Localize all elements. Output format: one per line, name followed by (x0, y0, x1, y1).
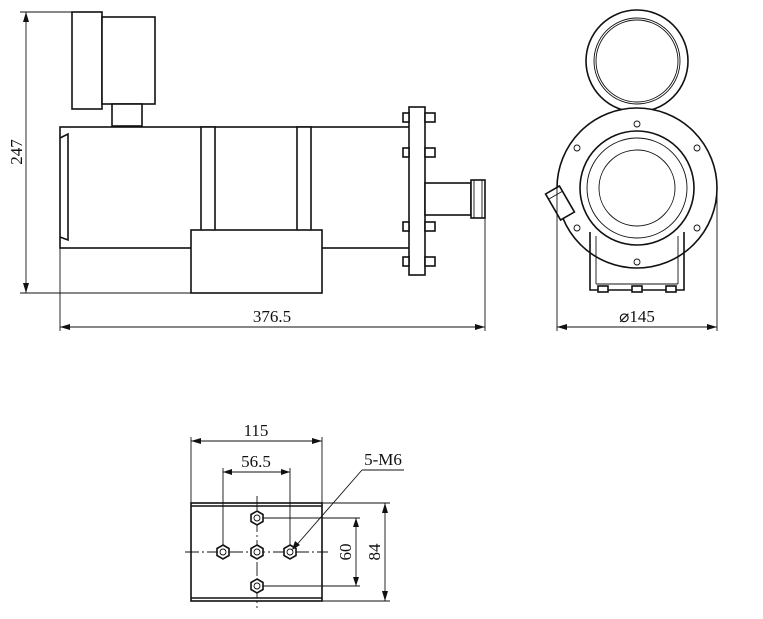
flange-holes (573, 120, 701, 266)
thread-callout: 5-M6 (292, 450, 404, 550)
clamp-band-right (296, 126, 312, 241)
base-depth-label: 84 (365, 543, 384, 561)
base-depth-dimension: 84 (322, 502, 390, 602)
mount-base (190, 229, 323, 294)
flange-bolts (402, 112, 436, 267)
junction-box-neck (111, 103, 143, 127)
height-label: 247 (7, 139, 26, 165)
base-width-label: 115 (244, 421, 269, 440)
length-label: 376.5 (253, 307, 291, 326)
front-bracket (589, 232, 685, 293)
hole-spacing-x-label: 56.5 (241, 452, 271, 471)
clamp-band-left (200, 126, 216, 241)
base-holes (216, 510, 297, 594)
lens-window (598, 149, 676, 227)
hole-spacing-x-dimension: 56.5 (222, 452, 291, 545)
junction-box-cap (71, 11, 103, 110)
cable-gland-nut (470, 179, 486, 219)
junction-box-body (101, 16, 156, 105)
front-view: ⌀145 (544, 9, 718, 331)
junction-box-outer-ring (585, 9, 689, 113)
base-width-dimension: 115 (190, 421, 323, 503)
diameter-dimension: ⌀145 (556, 188, 718, 331)
diameter-label: ⌀145 (619, 307, 655, 326)
side-gland (544, 184, 576, 222)
housing-cylinder (59, 126, 411, 249)
cable-gland-body (424, 182, 472, 216)
height-dimension: 247 (7, 11, 191, 294)
side-view: 247 376.5 (7, 11, 486, 331)
hole-spacing-y-dimension: 60 (263, 517, 360, 587)
base-view: 115 56.5 5-M6 60 (185, 421, 404, 608)
rear-flange (408, 106, 426, 276)
hole-spacing-y-label: 60 (336, 544, 355, 561)
lens-ring-outer (579, 130, 695, 246)
length-dimension: 376.5 (59, 218, 486, 331)
thread-label: 5-M6 (364, 450, 402, 469)
